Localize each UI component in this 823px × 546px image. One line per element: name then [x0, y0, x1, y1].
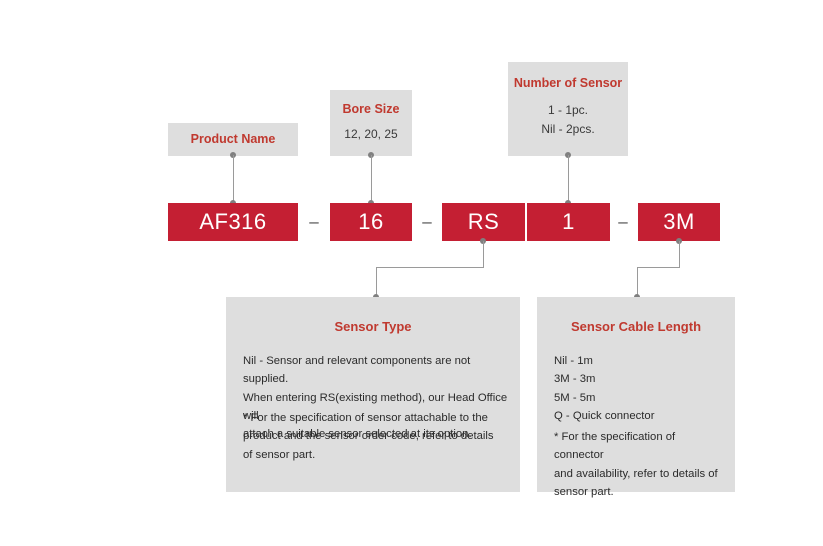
connector-line-cable-length-v1 [679, 241, 680, 267]
callout-box-product-name: Product Name [168, 123, 298, 156]
panel-title-sensor-type: Sensor Type [334, 319, 412, 334]
connector-line-sensor-type-v2 [376, 267, 377, 297]
callout-title-number-of-sensor: Number of Sensor [513, 76, 623, 90]
code-value-cable-length: 3M [663, 209, 695, 234]
panel-body-sensor-cable-length: Nil - 1m 3M - 3m 5M - 5m Q - Quick conne… [554, 355, 655, 422]
connector-line-number-of-sensor [568, 155, 569, 205]
panel-sensor-type: Sensor Type Nil - Sensor and relevant co… [226, 297, 520, 492]
code-value-sensor-type: RS [467, 209, 500, 234]
connector-line-bore-size [371, 155, 372, 205]
panel-body-sensor-type: Nil - Sensor and relevant components are… [243, 355, 508, 441]
callout-title-bore-size: Bore Size [342, 102, 400, 116]
connector-line-sensor-type-v1 [483, 241, 484, 267]
callout-sub-number-of-sensor: 1 - 1pc. Nil - 2pcs. [541, 103, 595, 136]
panel-note-sensor-cable-length: * For the specification of connector and… [554, 431, 718, 498]
code-separator-1: – [309, 212, 319, 231]
code-box-sensor-type[interactable]: RS [442, 203, 525, 241]
code-value-product-name: AF316 [199, 209, 267, 234]
panel-title-sensor-cable-length: Sensor Cable Length [570, 319, 702, 334]
code-value-bore-size: 16 [358, 209, 384, 234]
panel-note-sensor-type: * For the specification of sensor attach… [243, 412, 494, 461]
code-separator-3: – [618, 212, 628, 231]
callout-box-bore-size: Bore Size 12, 20, 25 [330, 90, 412, 156]
connector-line-product-name [233, 155, 234, 205]
connector-line-sensor-type-h [376, 267, 484, 268]
connector-line-cable-length-v2 [637, 267, 638, 297]
panel-sensor-cable-length: Sensor Cable Length Nil - 1m 3M - 3m 5M … [537, 297, 735, 498]
callout-sub-bore-size: 12, 20, 25 [344, 127, 398, 142]
code-separator-2: – [422, 212, 432, 231]
code-box-bore-size[interactable]: 16 [330, 203, 412, 241]
callout-title-product-name: Product Name [190, 132, 276, 147]
code-box-product-name[interactable]: AF316 [168, 203, 298, 241]
code-value-sensor-count: 1 [562, 209, 575, 234]
connector-line-cable-length-h [637, 267, 680, 268]
code-box-sensor-count[interactable]: 1 [527, 203, 610, 241]
callout-box-number-of-sensor: Number of Sensor 1 - 1pc. Nil - 2pcs. [508, 62, 628, 156]
code-box-cable-length[interactable]: 3M [638, 203, 720, 241]
